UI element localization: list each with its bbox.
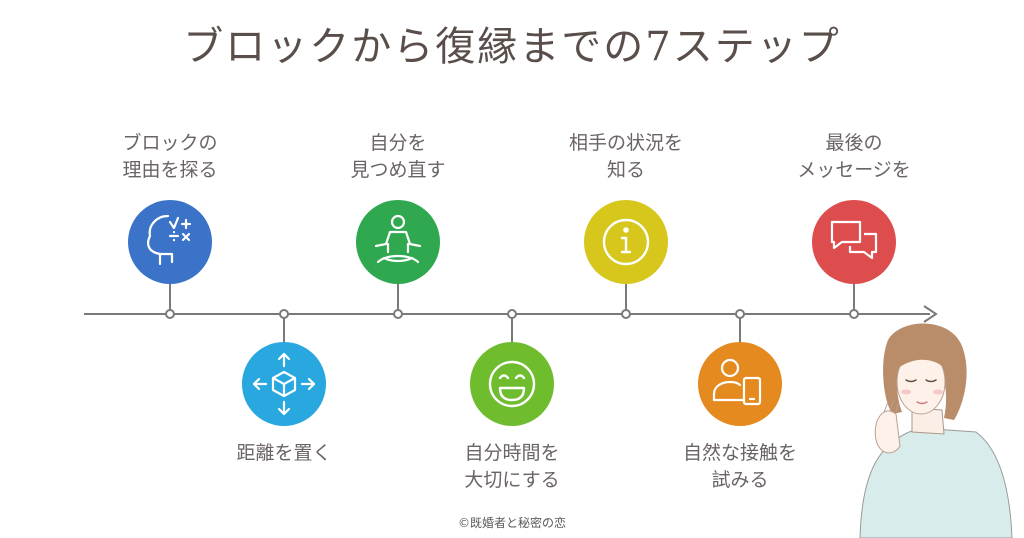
step-3-label: 自分を 見つめ直す	[350, 132, 446, 181]
step-7-label: 最後の メッセージを	[797, 132, 911, 181]
chat-bubbles-icon	[830, 220, 878, 260]
info-icon	[602, 218, 650, 266]
page-title: ブロックから復縁までの7ステップ	[183, 24, 841, 70]
praying-woman-illustration	[859, 323, 1013, 538]
cube-arrows-icon	[252, 352, 316, 416]
timeline-arrowhead	[923, 305, 938, 323]
step-2-label: 距離を置く	[236, 442, 332, 464]
step-7-node	[812, 200, 896, 319]
smile-icon	[488, 360, 536, 408]
step-5-label: 相手の状況を 知る	[568, 132, 683, 181]
step-6-node	[698, 309, 782, 426]
step-4-label: 自分時間を 大切にする	[464, 442, 560, 491]
step-2-node	[242, 309, 326, 426]
brain-math-icon	[147, 214, 192, 266]
step-5-node	[584, 200, 668, 319]
step-4-node	[470, 309, 554, 426]
step-1-node	[128, 200, 212, 319]
step-6-label: 自然な接触を 試みる	[682, 442, 797, 491]
step-1-label: ブロックの 理由を探る	[122, 132, 218, 181]
user-phone-icon	[712, 358, 762, 406]
copyright-text: ©既婚者と秘密の恋	[457, 516, 566, 530]
step-3-node	[356, 200, 440, 319]
meditation-icon	[374, 214, 422, 264]
